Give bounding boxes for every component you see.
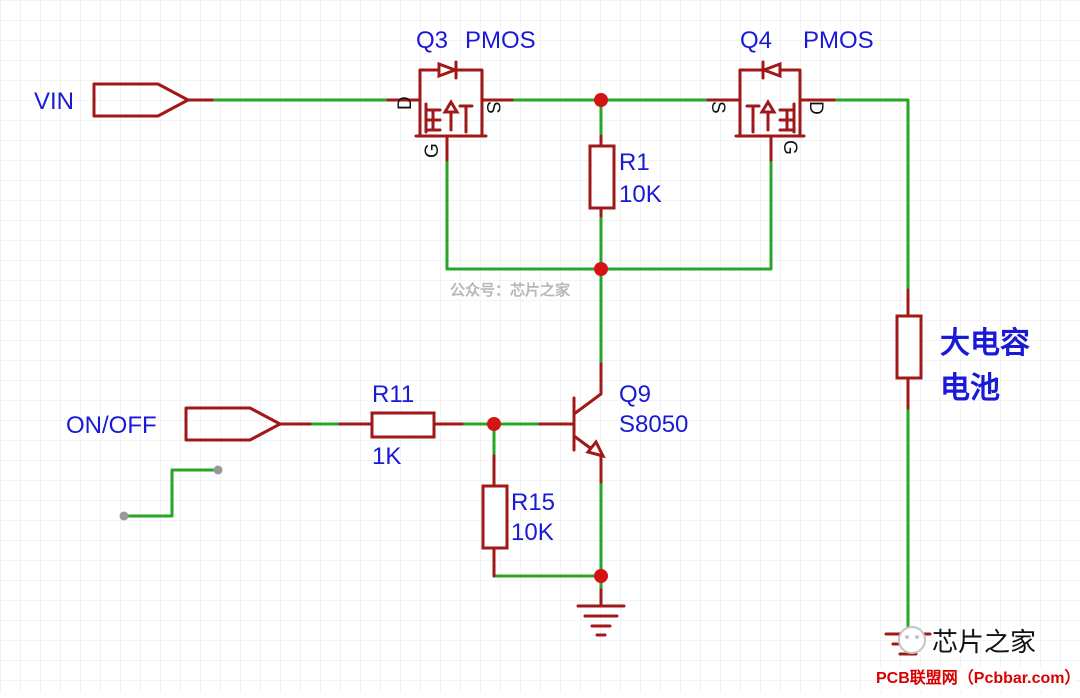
r1-resistor: R1 10K [588,134,662,218]
junction-dot [594,93,608,107]
junction-dot [594,569,608,583]
r11-resistor: R11 1K [338,381,464,470]
load-label-line2: 电池 [940,372,1000,405]
r15-resistor: R15 10K [481,454,555,578]
junction-dot [487,417,501,431]
q9-part: S8050 [619,411,688,438]
q3-body-diode [437,61,460,79]
q3-pin-d: D [395,96,416,110]
r1-value: 10K [619,181,662,208]
r11-value: 1K [372,443,401,470]
q4-pmos: Q4 PMOS S D G [706,27,874,162]
q3-pin-s: S [482,101,503,114]
q3-pmos: Q3 PMOS D S G [386,27,536,162]
load-label-line1: 大电容 [940,327,1030,360]
junction-dot [594,262,608,276]
wire-q4-load [830,98,910,292]
q3-type: PMOS [465,27,536,54]
q3-pin-g: G [422,143,443,158]
load-element: 大电容 电池 [895,288,1030,410]
r15-value: 10K [511,519,554,546]
wire-stray [122,468,220,518]
onoff-port: ON/OFF [66,406,312,442]
q4-pin-s: S [707,101,728,114]
onoff-label: ON/OFF [66,412,157,439]
q9-npn: Q9 S8050 [538,362,688,484]
q9-ref: Q9 [619,381,651,408]
corner-watermark: 芯片之家 [898,626,1038,659]
stray-endpoint [119,511,129,521]
ground-symbol [576,588,626,637]
vin-port: VIN [34,82,214,118]
wire-gate-bus [445,156,773,271]
q3-ref: Q3 [416,27,448,54]
q4-body-diode [759,61,782,79]
q4-pin-g: G [779,140,800,155]
q4-type: PMOS [803,27,874,54]
wechat-icon [898,626,926,654]
q4-pin-d: D [805,101,826,115]
r1-ref: R1 [619,149,650,176]
corner-watermark-text: 芯片之家 [932,627,1036,657]
stray-endpoint [213,465,223,475]
brand-watermark: PCB联盟网（Pcbbar.com） [876,668,1080,690]
r11-ref: R11 [372,381,414,408]
r15-ref: R15 [511,489,555,516]
q4-ref: Q4 [740,27,772,54]
center-watermark: 公众号：芯片之家 [450,281,570,299]
vin-label: VIN [34,88,74,115]
